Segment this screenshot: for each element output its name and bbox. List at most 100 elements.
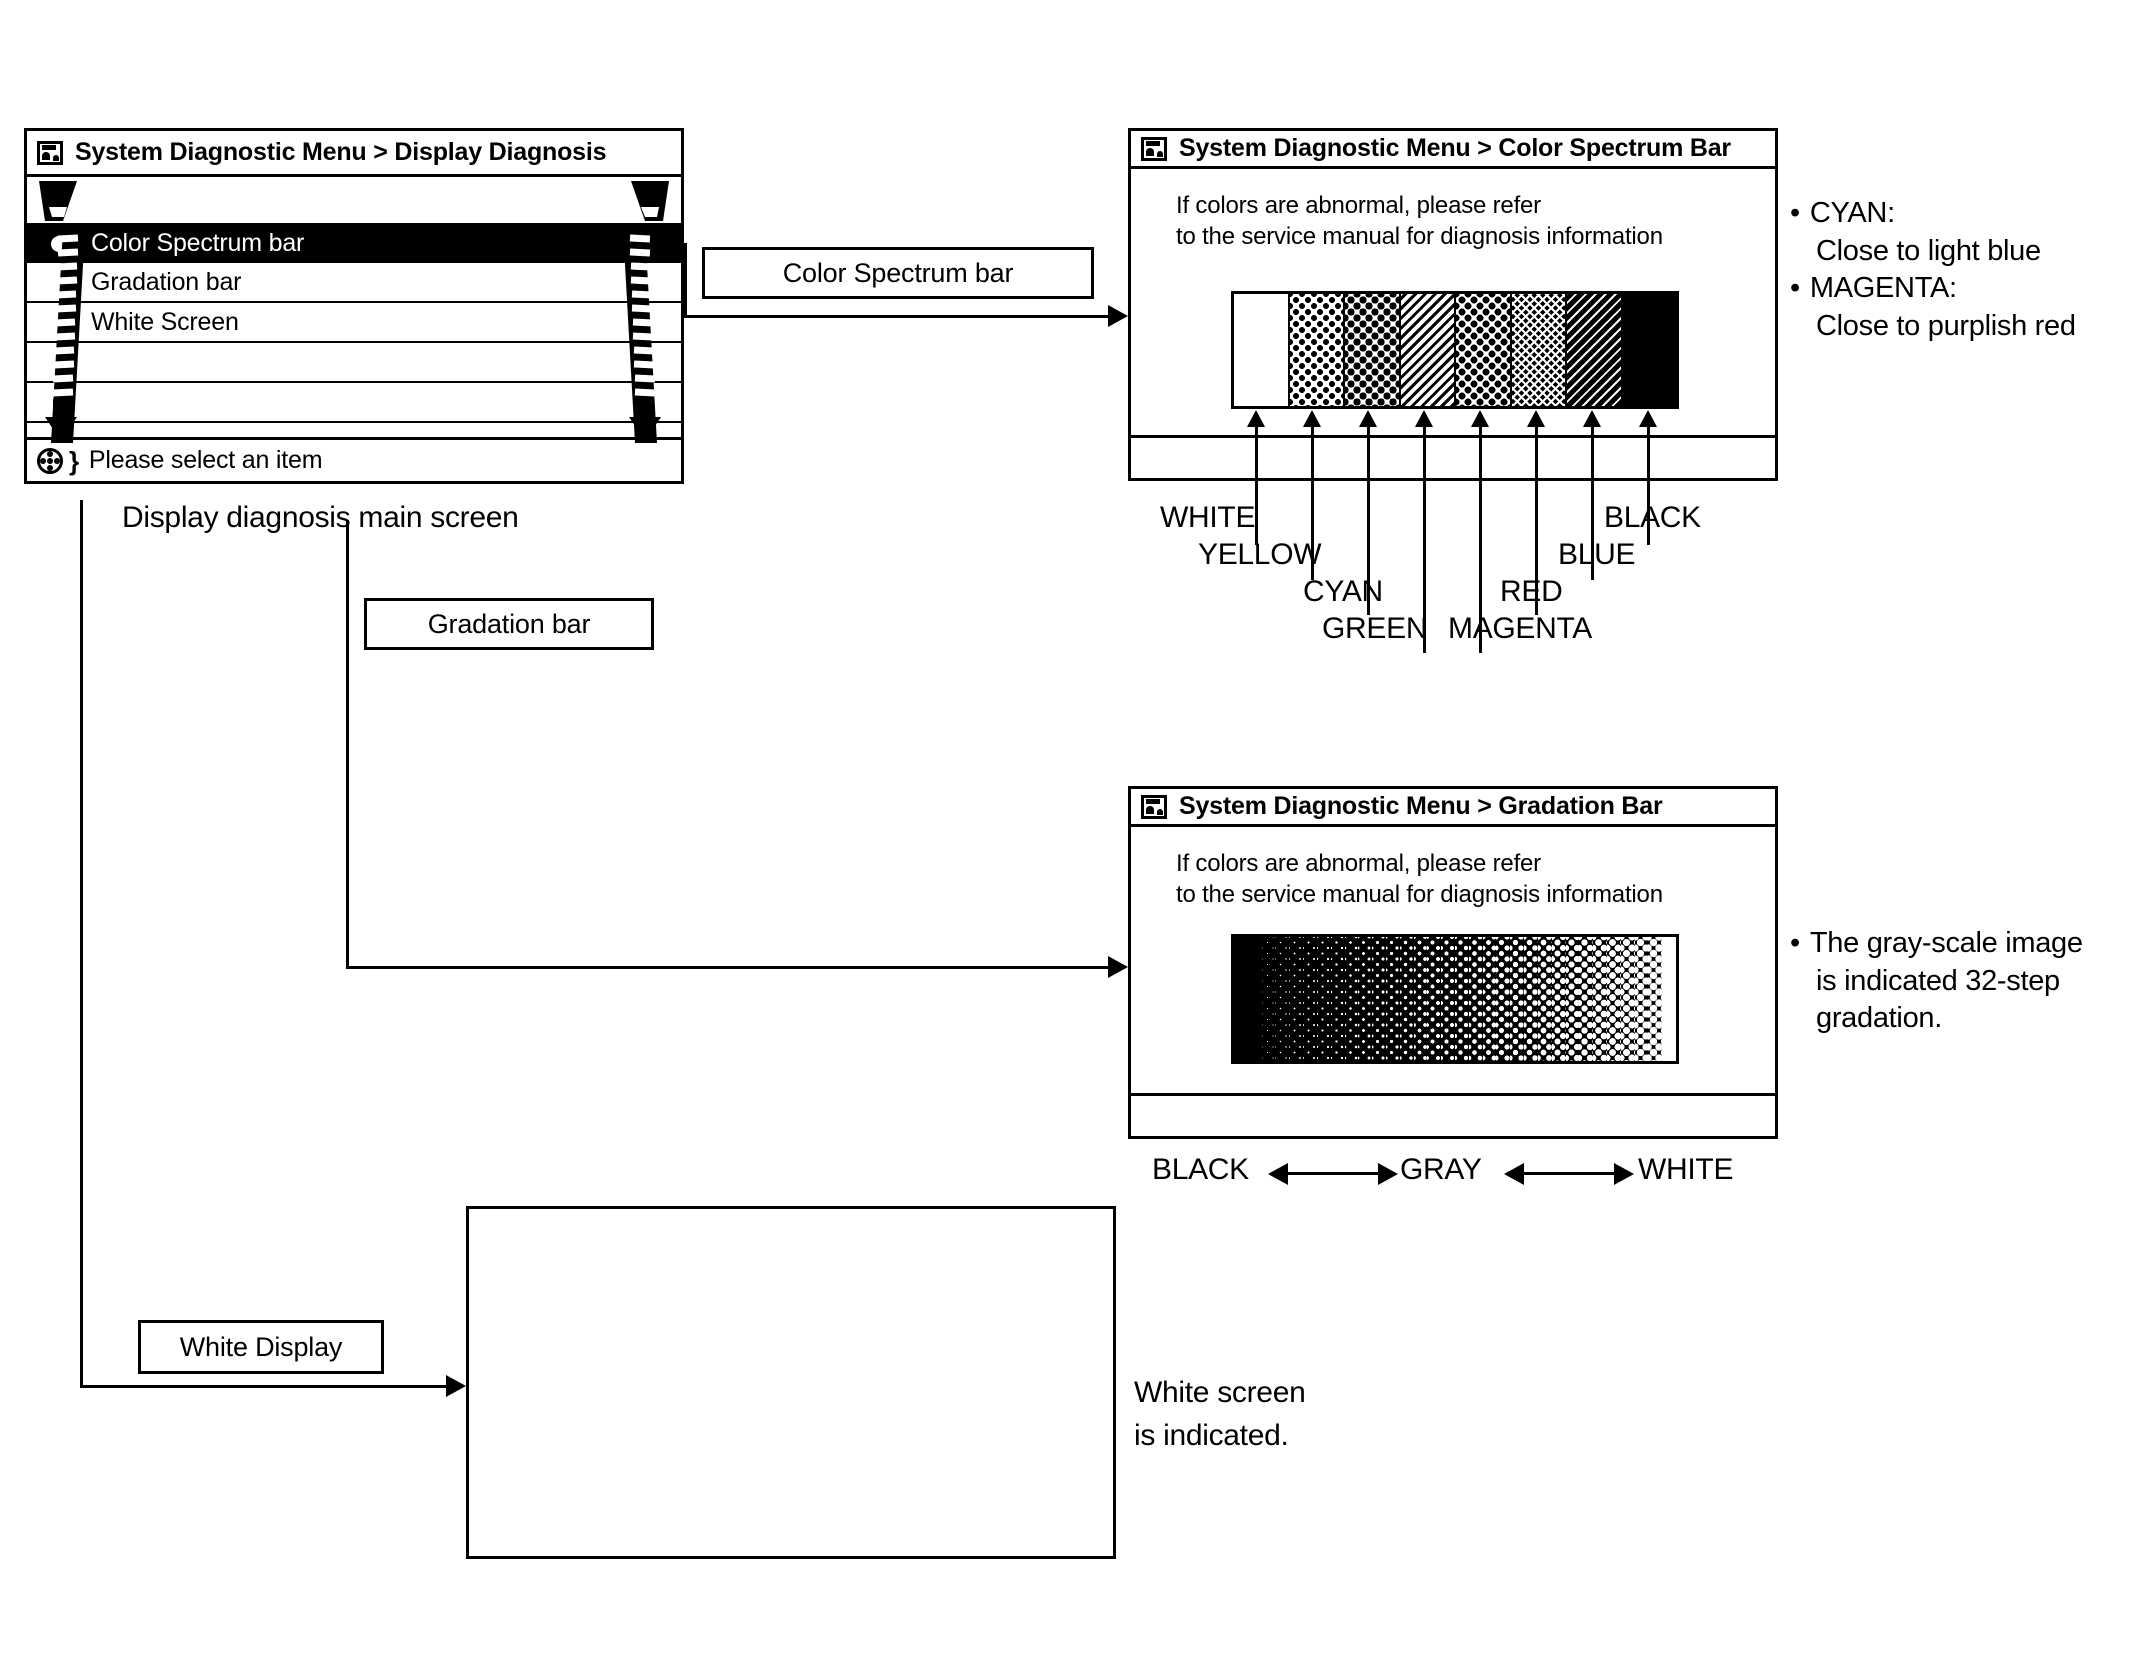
- gradation-scale-mid: GRAY: [1400, 1153, 1482, 1186]
- gradation-step: [1247, 937, 1262, 1061]
- dpad-icon: [37, 447, 63, 474]
- note-detail: Close to purplish red: [1816, 310, 2076, 343]
- bullet-icon: •: [1790, 197, 1800, 229]
- gradation-step: [1524, 937, 1538, 1061]
- note-line: is indicated 32-step: [1816, 964, 2060, 997]
- spectrum-note-text: If colors are abnormal, please refer to …: [1176, 192, 1663, 250]
- window-title-bar: System Diagnostic Menu > Color Spectrum …: [1131, 131, 1775, 169]
- gradation-notes-list: • The gray-scale image is indicated 32-s…: [1790, 925, 2083, 1038]
- connector-menu-to-spectrum-vertical: [684, 243, 687, 317]
- spectrum-band-blue: [1567, 294, 1623, 406]
- gradation-step: [1427, 937, 1442, 1061]
- display-diagnosis-caption: Display diagnosis main screen: [122, 501, 519, 534]
- callout-arrow-blue: [1583, 410, 1601, 427]
- spectrum-notes-list: • CYAN: Close to light blue • MAGENTA: C…: [1790, 195, 2076, 346]
- gradation-step: [1537, 937, 1552, 1061]
- menu-item-label: Color Spectrum bar: [91, 228, 305, 257]
- callout-arrow-black: [1639, 410, 1657, 427]
- callout-arrow-magenta: [1471, 410, 1489, 427]
- scale-line-1: [1284, 1172, 1384, 1175]
- callout-line-white: [1255, 425, 1258, 545]
- menu-item-color-spectrum-bar[interactable]: Color Spectrum bar: [27, 223, 681, 263]
- connector-menu-to-gradation-vertical: [346, 520, 349, 968]
- scale-arrowhead-left-1: [1268, 1163, 1288, 1185]
- connector-gradation-arrow-line: [346, 966, 1112, 969]
- gradation-step: [1648, 937, 1663, 1061]
- bullet-icon: •: [1790, 272, 1800, 305]
- menu-item-empty-1[interactable]: [27, 343, 681, 383]
- gradation-step: [1372, 937, 1386, 1061]
- scroll-down-strip-right-icon[interactable]: [605, 177, 675, 443]
- window-title-text: System Diagnostic Menu > Color Spectrum …: [1179, 134, 1731, 162]
- spectrum-band-black: [1622, 294, 1676, 406]
- spectrum-band-green: [1400, 294, 1456, 406]
- connector-white-arrow-line: [80, 1385, 450, 1388]
- gradation-step: [1634, 937, 1649, 1061]
- window-title-text: System Diagnostic Menu > Gradation Bar: [1179, 792, 1663, 820]
- callout-label-red: RED: [1500, 575, 1563, 608]
- menu-row-blank-top: [27, 177, 681, 223]
- gradation-step: [1551, 937, 1566, 1061]
- spectrum-band-red: [1511, 294, 1567, 406]
- window-title-text: System Diagnostic Menu > Display Diagnos…: [75, 138, 607, 166]
- gradation-step: [1441, 937, 1455, 1061]
- gradation-step: [1234, 937, 1248, 1061]
- gradation-step: [1455, 937, 1469, 1061]
- note-item: • CYAN:: [1790, 195, 2076, 233]
- spectrum-band-white: [1234, 294, 1290, 406]
- gradation-step: [1261, 937, 1276, 1061]
- flow-label-color-spectrum-bar: Color Spectrum bar: [702, 247, 1094, 299]
- callout-label-white: WHITE: [1160, 501, 1256, 534]
- callout-arrow-red: [1527, 410, 1545, 427]
- gradation-step: [1482, 937, 1497, 1061]
- gradation-step: [1606, 937, 1621, 1061]
- connector-spectrum-arrowhead: [1108, 305, 1128, 327]
- gradation-step: [1358, 937, 1373, 1061]
- monitor-icon: [37, 140, 63, 165]
- callout-label-cyan: CYAN: [1303, 575, 1383, 608]
- gradation-step: [1413, 937, 1428, 1061]
- connector-spectrum-arrow-line: [684, 315, 1112, 318]
- spectrum-band-cyan: [1345, 294, 1401, 406]
- callout-line-magenta: [1479, 425, 1482, 653]
- menu-item-gradation-bar[interactable]: Gradation bar: [27, 263, 681, 303]
- window-title-bar: System Diagnostic Menu > Display Diagnos…: [27, 131, 681, 177]
- spectrum-band-magenta: [1456, 294, 1512, 406]
- note-term: CYAN:: [1809, 197, 1895, 229]
- window-title-bar: System Diagnostic Menu > Gradation Bar: [1131, 789, 1775, 827]
- monitor-icon: [1141, 794, 1167, 819]
- callout-arrow-cyan: [1359, 410, 1377, 427]
- menu-item-label: White Screen: [91, 307, 239, 336]
- scroll-up-strip-left-icon[interactable]: [33, 177, 103, 443]
- callout-label-magenta: MAGENTA: [1448, 612, 1593, 645]
- note-line: gradation.: [1816, 1002, 1942, 1035]
- gradation-step: [1565, 937, 1580, 1061]
- connector-menu-to-white-vertical: [80, 500, 83, 1385]
- gradation-swatch: [1231, 934, 1679, 1064]
- callout-line-black: [1647, 425, 1650, 545]
- white-screen-caption-line-2: is indicated.: [1134, 1419, 1289, 1452]
- flow-label-text: White Display: [179, 1331, 343, 1362]
- gradation-step: [1385, 937, 1400, 1061]
- menu-list: Color Spectrum bar Gradation bar White S…: [27, 177, 681, 443]
- callout-label-black: BLACK: [1604, 501, 1701, 534]
- gradation-step: [1303, 937, 1317, 1061]
- gradation-step: [1510, 937, 1525, 1061]
- callout-arrow-white: [1247, 410, 1265, 427]
- callout-line-blue: [1591, 425, 1594, 580]
- white-screen-caption-line-1: White screen: [1134, 1376, 1306, 1409]
- gradation-step: [1275, 937, 1290, 1061]
- menu-item-empty-2[interactable]: [27, 383, 681, 423]
- gradation-step: [1662, 937, 1676, 1061]
- menu-item-white-screen[interactable]: White Screen: [27, 303, 681, 343]
- display-diagnosis-window: System Diagnostic Menu > Display Diagnos…: [24, 128, 684, 484]
- spectrum-band-yellow: [1289, 294, 1345, 406]
- gradation-step: [1496, 937, 1511, 1061]
- note-item: • The gray-scale image: [1790, 925, 2083, 963]
- note-term: MAGENTA:: [1809, 272, 1957, 305]
- note-line: The gray-scale image: [1809, 927, 2083, 959]
- flow-label-text: Gradation bar: [427, 608, 591, 639]
- gradation-note-text: If colors are abnormal, please refer to …: [1176, 850, 1663, 908]
- flow-label-gradation-bar: Gradation bar: [364, 598, 654, 650]
- window-footer: [1131, 1093, 1775, 1136]
